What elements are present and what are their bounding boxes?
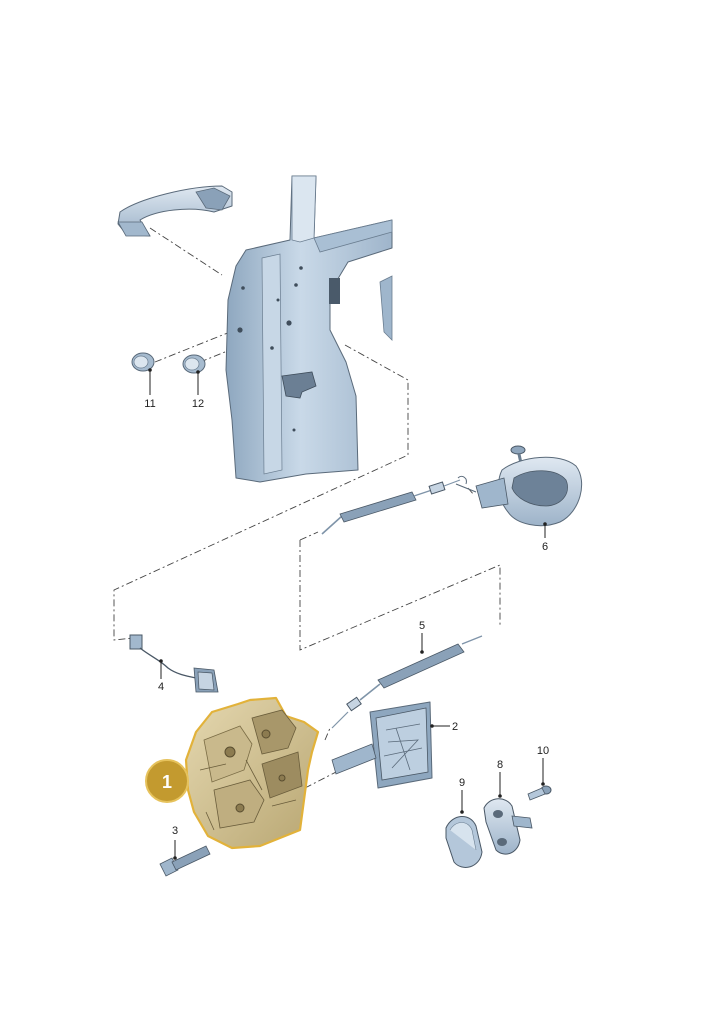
callout-8: 8 — [497, 759, 503, 798]
cap-part-12 — [182, 354, 206, 374]
door-striker — [483, 798, 533, 855]
callout-6: 6 — [542, 522, 548, 553]
callout-12-label: 12 — [192, 398, 204, 410]
upper-release-cable — [321, 479, 461, 535]
callout-8-label: 8 — [497, 759, 503, 771]
callout-6-label: 6 — [542, 541, 548, 553]
callout-12: 12 — [192, 370, 204, 410]
highlight-badge: 1 — [145, 759, 189, 803]
callout-9: 9 — [459, 777, 465, 814]
callout-4: 4 — [158, 659, 164, 693]
callout-9-label: 9 — [459, 777, 465, 789]
callout-2: 2 — [430, 721, 458, 733]
callout-11: 11 — [144, 368, 156, 410]
door-frame-panel — [225, 175, 393, 483]
callout-3-label: 3 — [172, 825, 178, 837]
striker-trim-plate — [445, 816, 483, 868]
outer-door-handle — [117, 185, 233, 237]
lock-bolt — [159, 845, 211, 877]
lower-release-cable — [331, 635, 483, 729]
striker-screw — [527, 785, 552, 801]
callout-4-label: 4 — [158, 681, 164, 693]
callout-10-label: 10 — [537, 745, 549, 757]
interior-door-handle — [455, 456, 583, 527]
highlight-badge-number: 1 — [162, 772, 172, 792]
callout-5: 5 — [419, 620, 425, 654]
callout-11-label: 11 — [144, 398, 155, 410]
cap-part-11 — [131, 352, 155, 372]
callout-5-label: 5 — [419, 620, 425, 632]
door-lock-assembly — [184, 696, 320, 850]
callout-10: 10 — [537, 745, 549, 786]
callout-3: 3 — [172, 825, 178, 860]
wiring-harness — [129, 634, 219, 693]
callout-2-label: 2 — [452, 721, 458, 733]
lock-cover-plate — [331, 701, 433, 789]
